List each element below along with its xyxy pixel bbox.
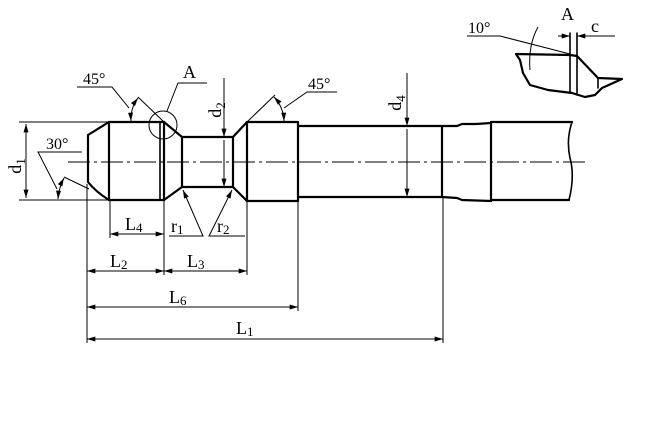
label-d1: d1 bbox=[5, 158, 28, 174]
dimension-d1: d1 bbox=[5, 121, 109, 201]
extension-line bbox=[137, 96, 165, 123]
label-l4: L4 bbox=[125, 214, 143, 235]
tool-outline bbox=[514, 52, 624, 99]
callout-circle bbox=[148, 110, 178, 140]
shaft bbox=[296, 124, 444, 199]
break-line bbox=[567, 121, 574, 201]
head-section bbox=[107, 120, 166, 202]
label-angle-detail: 10° bbox=[468, 20, 490, 37]
groove-chamfer-left bbox=[162, 120, 184, 202]
leader-line bbox=[166, 82, 207, 112]
label-angle-nose: 30° bbox=[46, 136, 68, 153]
dimension-d4: d4 bbox=[385, 73, 410, 198]
detail-view-a: 10° A c bbox=[467, 4, 624, 99]
label-angle-head: 45° bbox=[83, 71, 105, 88]
label-r2: r2 bbox=[217, 216, 230, 237]
radius-r2: r2 bbox=[208, 189, 245, 237]
leader-line bbox=[283, 91, 337, 109]
dimension-l1: L1 bbox=[87, 318, 443, 342]
label-r1: r1 bbox=[171, 216, 184, 237]
dimension-l4: L4 bbox=[110, 214, 165, 237]
part-outline bbox=[86, 120, 574, 203]
label-angle-collar: 45° bbox=[308, 76, 330, 93]
radius-r1: r1 bbox=[169, 189, 204, 237]
tail-section bbox=[489, 120, 574, 202]
label-detail-a: A bbox=[561, 4, 574, 24]
angle-arc bbox=[128, 97, 139, 122]
leader-line bbox=[37, 151, 82, 190]
label-l6: L6 bbox=[169, 287, 187, 308]
angle-arc bbox=[56, 177, 65, 200]
dimension-l6: L6 bbox=[87, 287, 298, 310]
label-l3: L3 bbox=[187, 251, 205, 272]
label-detail-c: c bbox=[591, 16, 599, 36]
angle-head-chamfer: 45° bbox=[77, 71, 165, 123]
extension-line bbox=[246, 94, 276, 123]
angle-collar-chamfer: 45° bbox=[246, 76, 337, 123]
callout-a: A bbox=[148, 62, 207, 140]
angle-arc bbox=[529, 26, 539, 71]
length-extension-lines bbox=[86, 184, 444, 343]
angle-arc bbox=[273, 96, 287, 122]
groove-chamfer-right bbox=[231, 120, 249, 203]
angle-nose: 30° bbox=[37, 136, 90, 200]
dimension-l2: L2 bbox=[87, 251, 165, 274]
label-l1: L1 bbox=[236, 318, 254, 339]
label-d2: d2 bbox=[205, 102, 228, 118]
leader-line bbox=[169, 189, 204, 237]
leader-line bbox=[208, 189, 245, 237]
label-d4: d4 bbox=[385, 95, 408, 111]
leader-line bbox=[467, 35, 571, 55]
taper-section bbox=[440, 121, 493, 203]
label-callout-a: A bbox=[183, 62, 196, 82]
label-l2: L2 bbox=[110, 251, 128, 272]
leader-line bbox=[77, 86, 130, 109]
extension-line bbox=[63, 176, 90, 190]
dimension-l3: L3 bbox=[163, 251, 248, 274]
dimension-d2: d2 bbox=[205, 78, 228, 188]
nose-chamfer bbox=[86, 120, 111, 202]
